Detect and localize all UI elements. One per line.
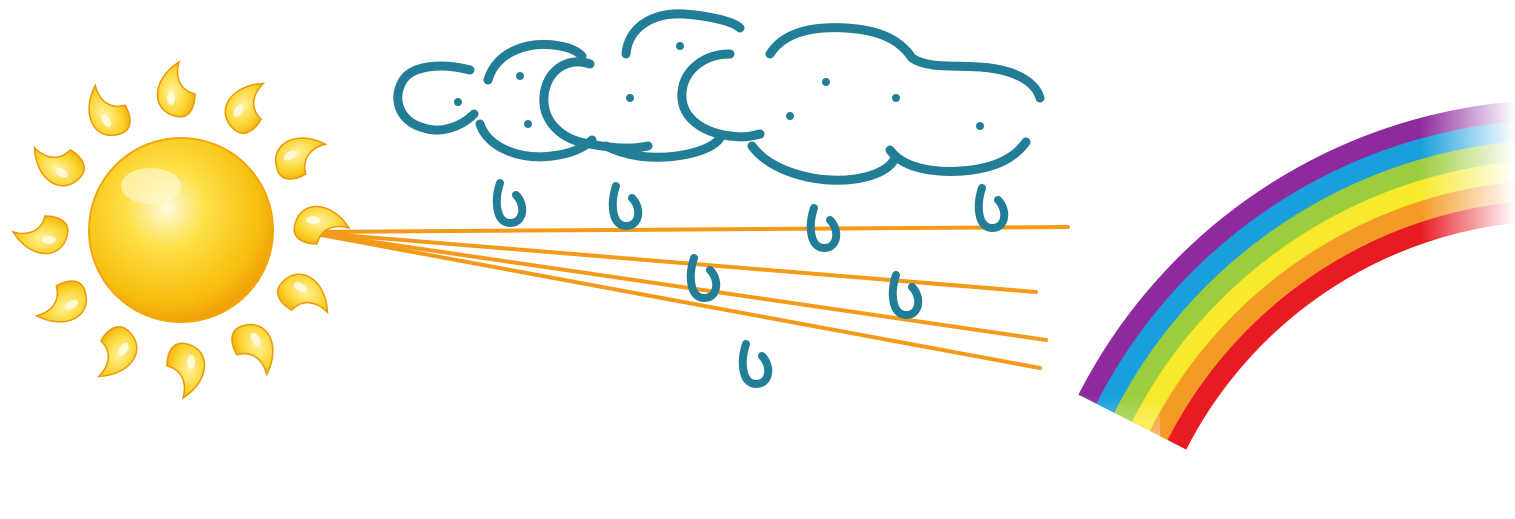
cloud-right-outline bbox=[682, 54, 760, 137]
rain-cloud-icon bbox=[398, 14, 1040, 180]
rainbow-end-fade-bottom bbox=[960, 395, 1160, 519]
sun-core bbox=[89, 138, 273, 322]
sun-flame bbox=[157, 62, 195, 117]
sun-flame bbox=[225, 316, 285, 382]
cloud-dot bbox=[677, 43, 683, 49]
sun-flame bbox=[217, 73, 277, 139]
cloud-dot bbox=[455, 99, 461, 105]
sun-flame-shape bbox=[267, 126, 333, 186]
sun-flame-shape bbox=[13, 216, 68, 254]
raindrop-icon bbox=[497, 183, 522, 223]
raindrop-icon bbox=[613, 186, 638, 226]
light-ray bbox=[305, 227, 1068, 232]
cloud-left-outline bbox=[398, 66, 474, 130]
cloud-dot bbox=[627, 95, 633, 101]
sun-flame-shine bbox=[306, 216, 320, 224]
rainbow-end-fade-right bbox=[1420, 100, 1515, 240]
cloud-right-bottom bbox=[752, 146, 894, 180]
cloud-dot bbox=[823, 79, 829, 85]
sun-flame bbox=[13, 216, 68, 254]
sun-flame-shine bbox=[187, 355, 195, 369]
cloud-dot bbox=[787, 113, 793, 119]
cloud-dot bbox=[517, 73, 523, 79]
sun-flame bbox=[267, 126, 333, 186]
sun-flame bbox=[85, 321, 145, 387]
sun-highlight bbox=[121, 168, 181, 204]
sun-flame-shine bbox=[42, 236, 56, 244]
cloud-dot bbox=[977, 123, 983, 129]
cloud-middle-outline bbox=[544, 62, 648, 148]
sun-flame-shape bbox=[24, 134, 90, 194]
sun-flame-shape bbox=[167, 343, 205, 398]
raindrop-icon bbox=[979, 188, 1004, 228]
cloud-right bbox=[682, 28, 1040, 181]
sun-flame bbox=[77, 78, 137, 144]
sun-flame-shape bbox=[217, 73, 277, 139]
sun-flame-shape bbox=[225, 316, 285, 382]
raindrop-icon bbox=[743, 344, 768, 384]
sun-flame bbox=[24, 134, 90, 194]
sun-flame-shape bbox=[157, 62, 195, 117]
sun-flame bbox=[167, 343, 205, 398]
sun-flame bbox=[29, 274, 95, 334]
sun-flame bbox=[272, 266, 338, 326]
sun-flame-shine bbox=[167, 91, 175, 105]
sun-flame-shape bbox=[77, 78, 137, 144]
sun-flame-shape bbox=[85, 321, 145, 387]
cloud-right-bottom-2 bbox=[890, 142, 1026, 171]
light-ray bbox=[305, 232, 1040, 368]
cloud-dot bbox=[525, 121, 531, 127]
cloud-dot bbox=[893, 95, 899, 101]
light-ray bbox=[305, 232, 1036, 292]
cloud-right-top bbox=[770, 28, 1040, 98]
sun-flame-shape bbox=[272, 266, 338, 326]
sun-flame-shape bbox=[29, 274, 95, 334]
light-ray bbox=[305, 232, 1046, 340]
light-rays bbox=[305, 227, 1068, 368]
sun-icon bbox=[13, 62, 349, 398]
